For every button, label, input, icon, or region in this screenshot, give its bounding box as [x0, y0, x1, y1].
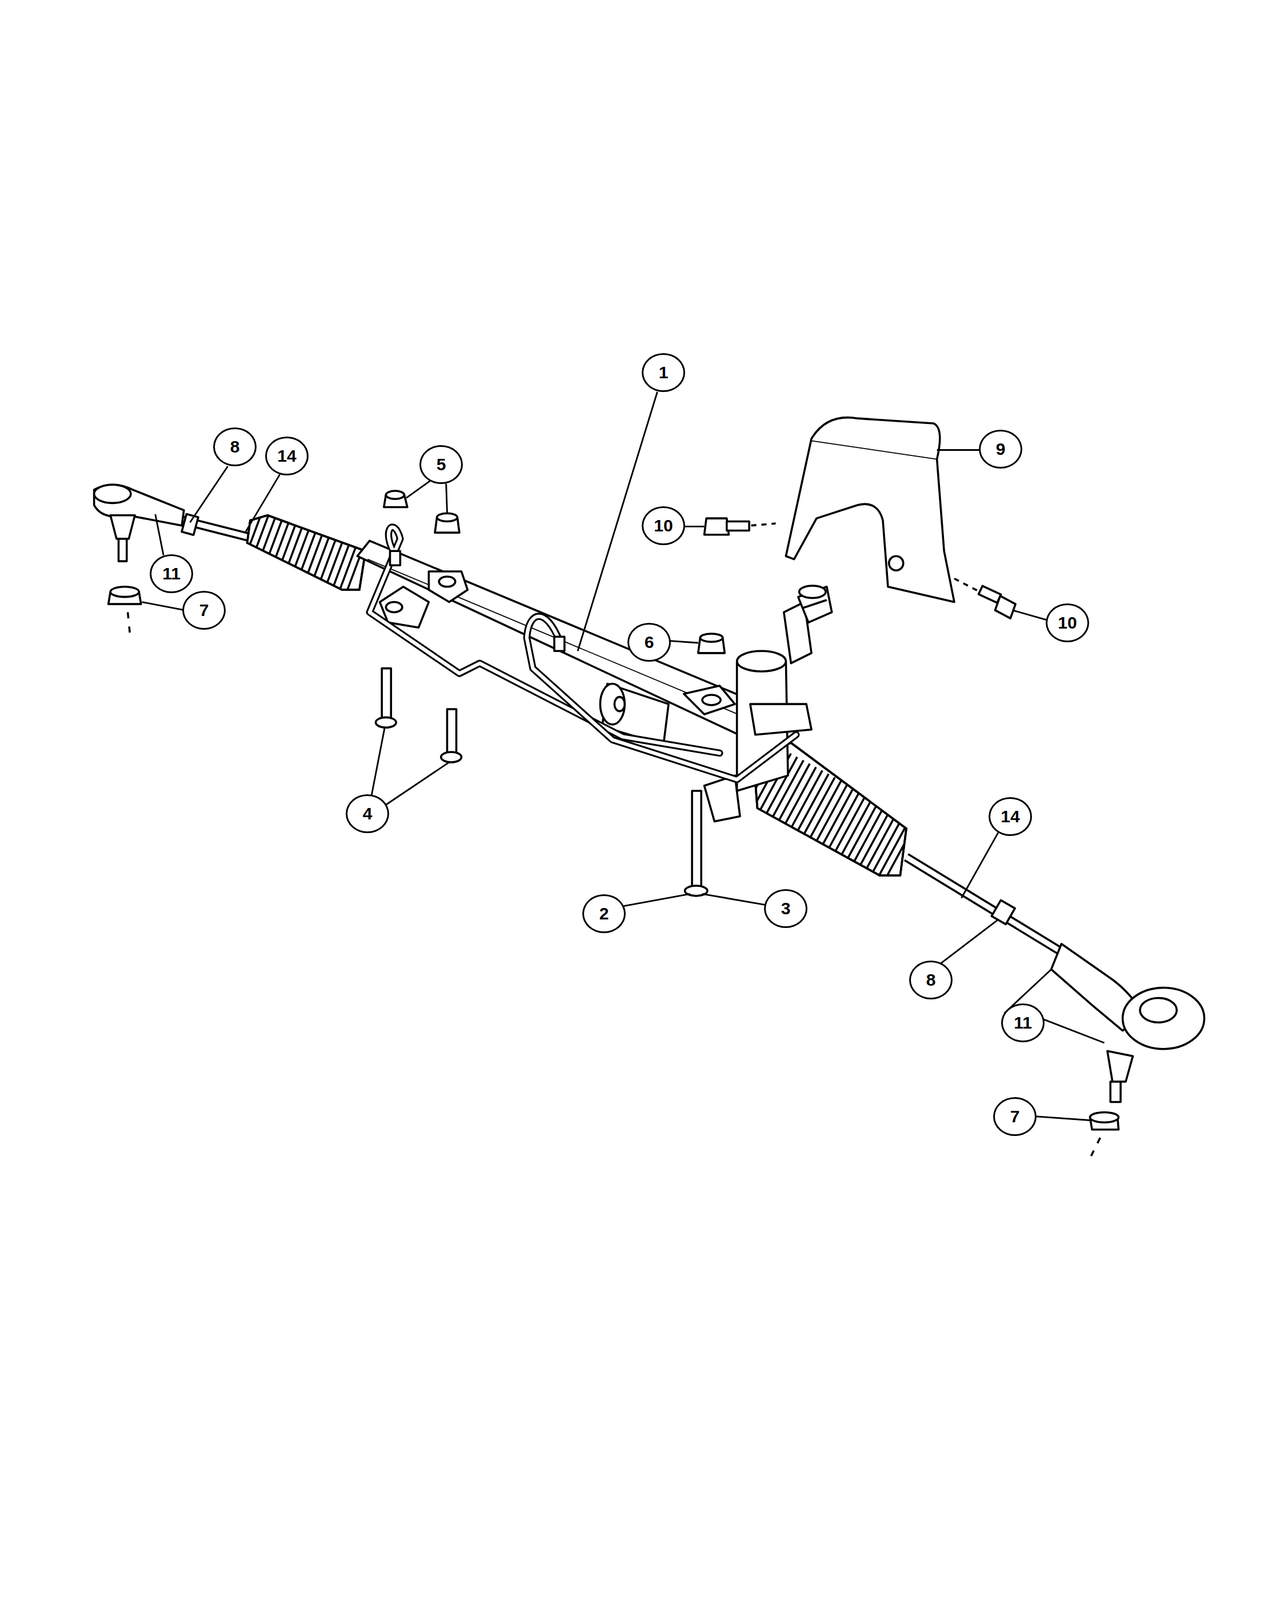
callout-number: 14 [988, 797, 1032, 836]
callout-number: 10 [641, 506, 686, 546]
callout-number: 8 [909, 960, 953, 1000]
callout-number: 11 [1001, 1003, 1045, 1043]
callout-number: 14 [265, 436, 309, 476]
callout-number: 1 [641, 353, 686, 392]
callout-number: 6 [627, 622, 671, 662]
callout-number: 7 [182, 590, 226, 630]
callout-number: 8 [213, 427, 257, 467]
callout-number: 4 [345, 794, 390, 834]
callout-number: 5 [419, 445, 463, 484]
callout-number: 7 [993, 1097, 1037, 1136]
callout-number: 11 [149, 554, 194, 594]
callout-number: 9 [978, 429, 1023, 469]
callout-number: 2 [582, 894, 626, 934]
callout-number: 10 [1045, 603, 1090, 643]
callout-number: 3 [764, 889, 808, 928]
